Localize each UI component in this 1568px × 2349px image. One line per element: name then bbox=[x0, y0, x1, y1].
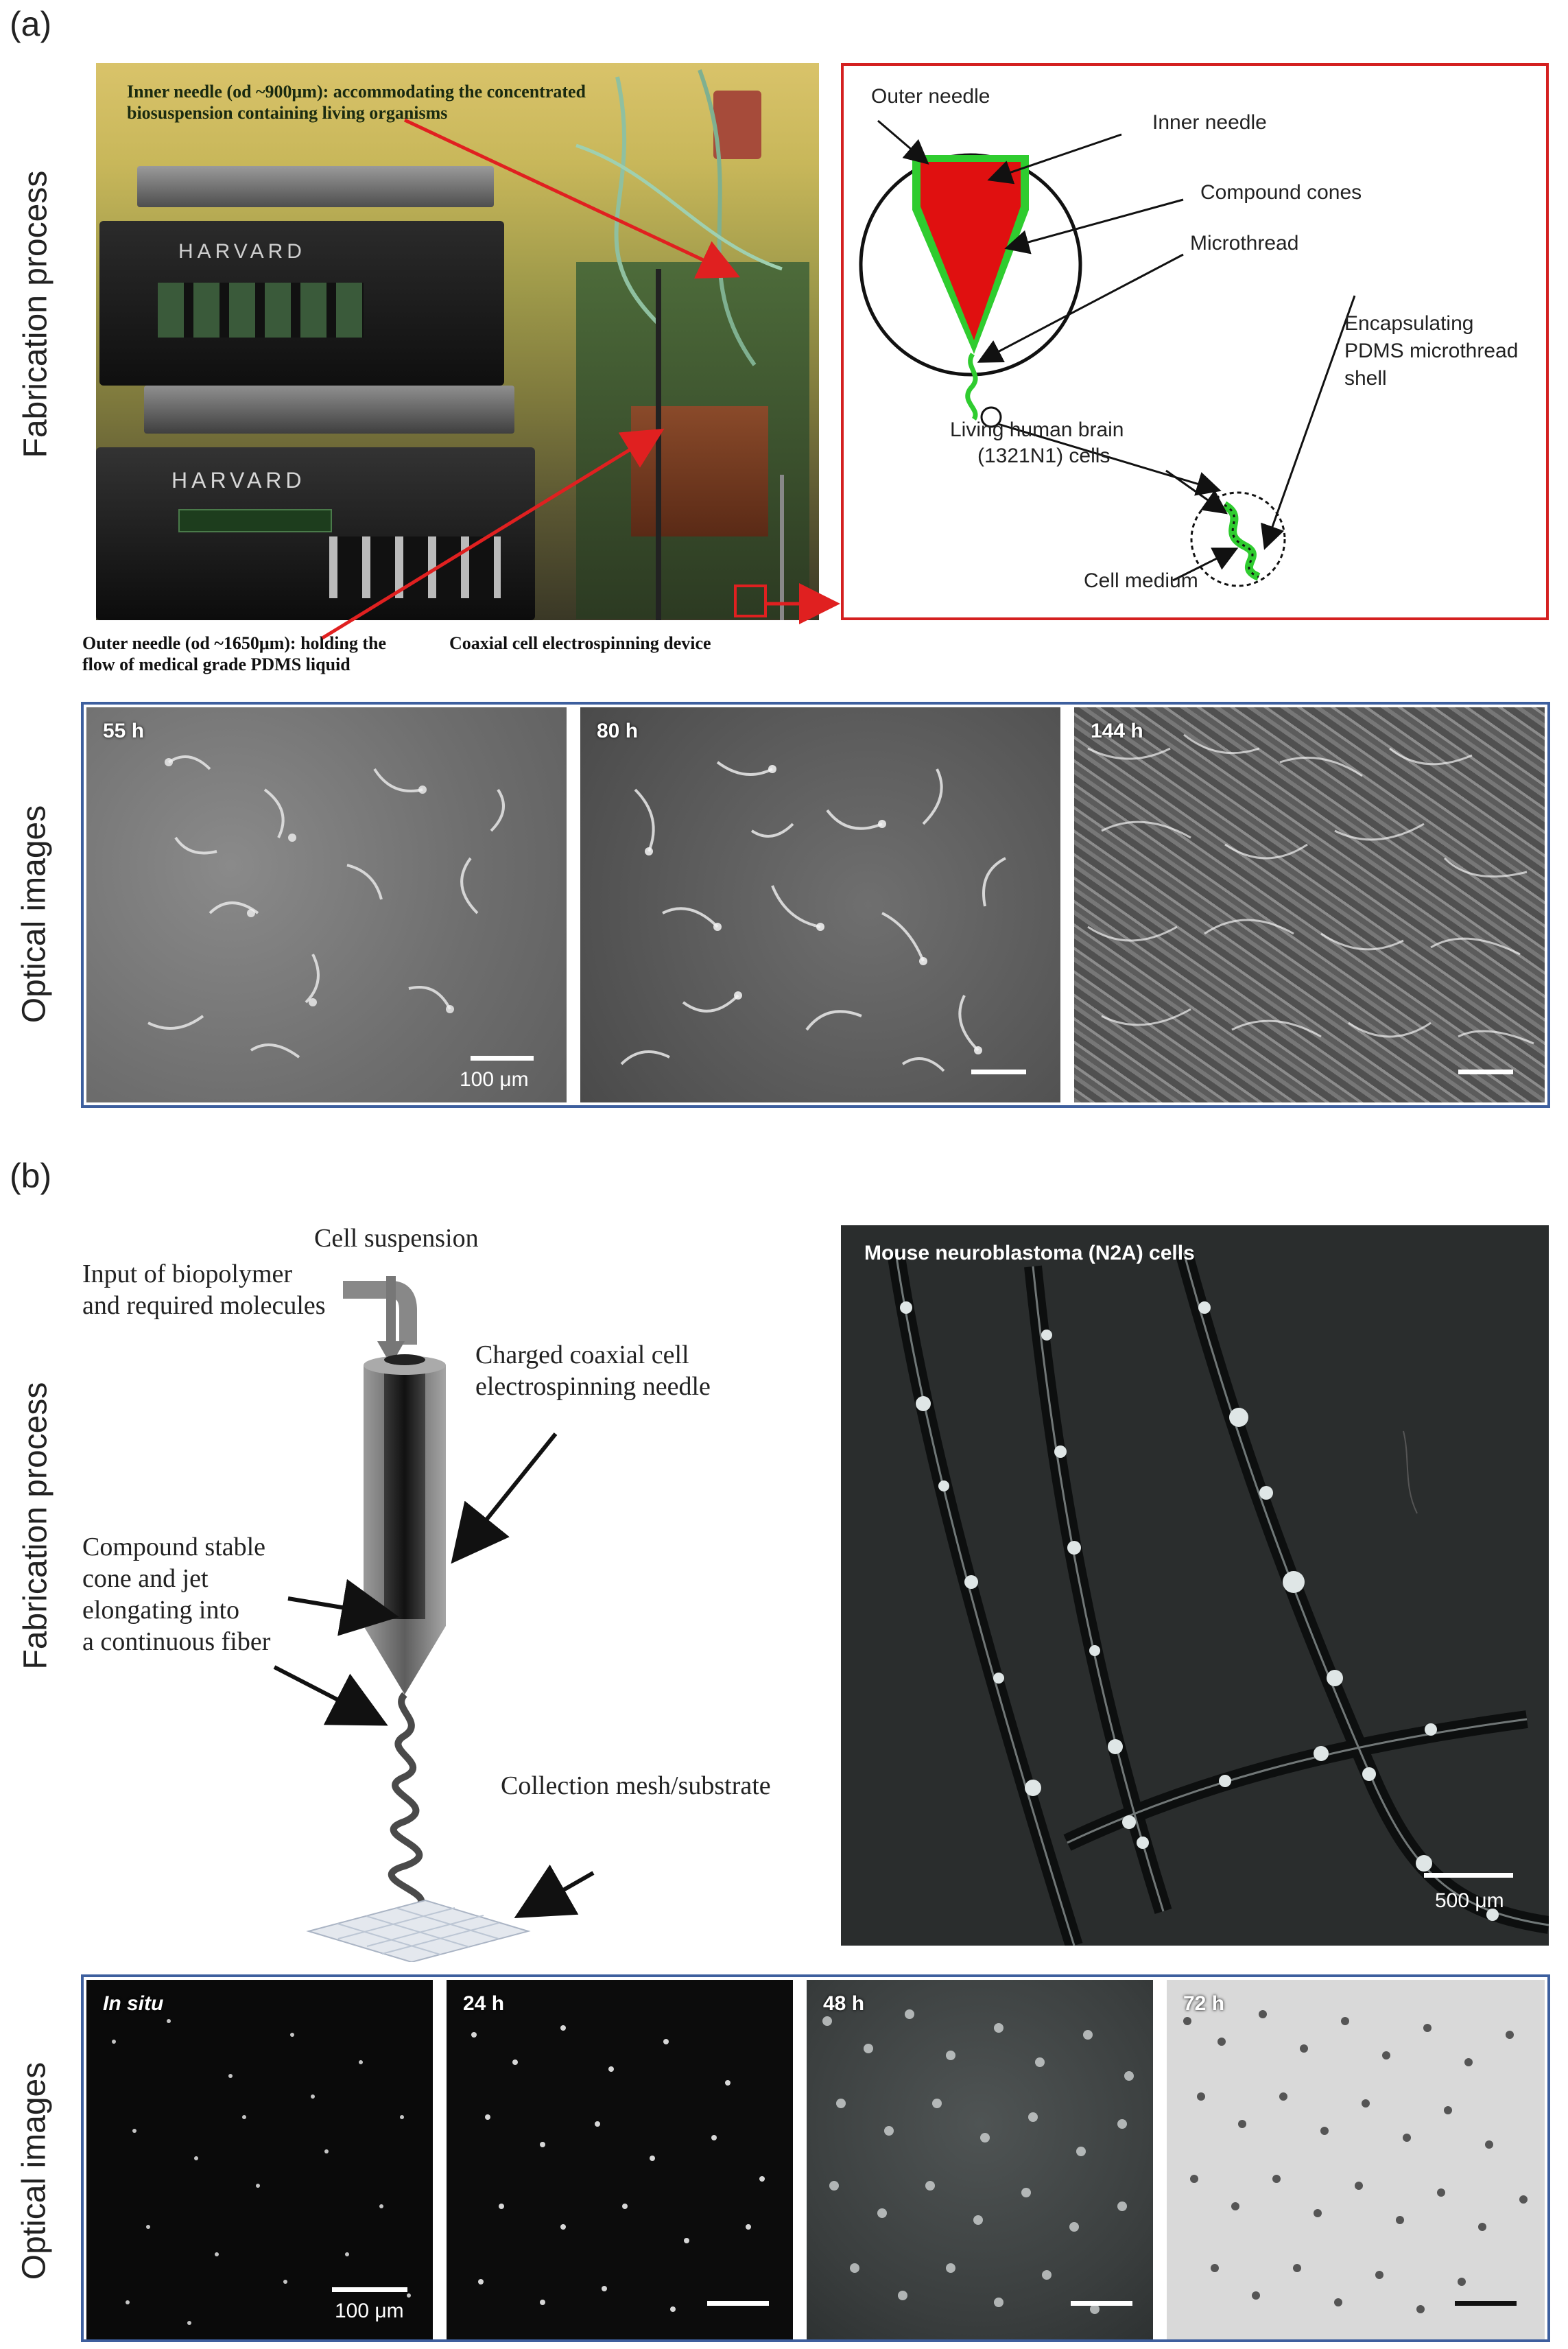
scale-bar-72h bbox=[1455, 2301, 1517, 2306]
time-label-24h: 24 h bbox=[463, 1992, 505, 2015]
scale-text-55h: 100 μm bbox=[460, 1068, 529, 1091]
coaxial-needle-diagram bbox=[306, 1276, 531, 1962]
label-microthread: Microthread bbox=[1190, 232, 1299, 255]
reservoir-red bbox=[713, 91, 761, 159]
micrograph-in-situ: In situ 100 μm bbox=[86, 1980, 433, 2339]
dots-in-situ bbox=[112, 2019, 411, 2325]
fluorescence-scale-bar bbox=[1424, 1873, 1513, 1878]
pump-bottom-rail bbox=[144, 386, 514, 434]
time-label-144h: 144 h bbox=[1091, 720, 1143, 742]
label-outer-needle: Outer needle bbox=[871, 85, 990, 108]
label-encapsulating-shell: Encapsulating PDMS microthread shell bbox=[1344, 312, 1519, 390]
panel-b-optical-strip: In situ 100 μm 24 h bbox=[81, 1974, 1550, 2342]
annotation-inner-needle: Inner needle (od ~900μm): accommodating … bbox=[127, 82, 586, 123]
fluorescence-fiber-image: Mouse neuroblastoma (N2A) cells 500 μm bbox=[841, 1225, 1549, 1946]
scale-bar-80h bbox=[971, 1070, 1026, 1074]
needle-schematic-box: Outer needle Inner needle Compound cones… bbox=[841, 63, 1549, 620]
fluorescence-scale-text: 500 μm bbox=[1435, 1889, 1504, 1912]
scale-text-in-situ: 100 μm bbox=[335, 2300, 404, 2322]
lab-setup-photo: HARVARD HARVARD bbox=[96, 63, 819, 620]
time-label-80h: 80 h bbox=[597, 720, 639, 742]
micrograph-24h: 24 h bbox=[447, 1980, 793, 2339]
micrograph-72h: 72 h bbox=[1167, 1980, 1545, 2339]
tip-marker-box bbox=[734, 585, 767, 617]
label-cell-suspension: Cell suspension bbox=[314, 1224, 479, 1253]
needle-holder-block bbox=[631, 406, 768, 536]
panel-b-optical-label: Optical images bbox=[16, 2062, 53, 2280]
time-label-72h: 72 h bbox=[1183, 1992, 1225, 2015]
label-compound-cones: Compound cones bbox=[1200, 181, 1362, 204]
pump-top-keypad bbox=[158, 283, 364, 338]
dots-48h bbox=[822, 2009, 1134, 2314]
time-label-48h: 48 h bbox=[823, 1992, 865, 2015]
panel-a-optical-strip: 55 h 100 μm 80 h bbox=[81, 702, 1550, 1108]
scale-bar-144h bbox=[1458, 1070, 1513, 1074]
time-label-in-situ: In situ bbox=[103, 1992, 164, 2015]
dots-72h bbox=[1183, 2010, 1528, 2313]
panel-a-letter: (a) bbox=[10, 5, 52, 43]
annotation-device: Coaxial cell electrospinning device bbox=[449, 633, 711, 653]
scale-bar-24h bbox=[707, 2301, 769, 2306]
label-inner-needle: Inner needle bbox=[1152, 111, 1267, 134]
time-label-55h: 55 h bbox=[103, 720, 145, 742]
fluorescence-title: Mouse neuroblastoma (N2A) cells bbox=[864, 1242, 1195, 1264]
panel-b-diagram-arrows bbox=[273, 1432, 595, 1918]
label-cell-medium: Cell medium bbox=[1084, 569, 1198, 592]
scale-bar-48h bbox=[1071, 2301, 1132, 2306]
dots-24h bbox=[471, 2025, 765, 2312]
micrograph-80h: 80 h bbox=[580, 707, 1060, 1102]
annotation-outer-needle: Outer needle (od ~1650μm): holding the f… bbox=[82, 633, 387, 674]
scale-bar-55h bbox=[471, 1056, 534, 1061]
cells-55h bbox=[147, 755, 505, 1059]
scale-bar-in-situ bbox=[332, 2287, 407, 2292]
label-compound-cone: Compound stable cone and jet elongating … bbox=[82, 1533, 271, 1656]
needle-schematic-drawing bbox=[859, 119, 1356, 587]
pump-top-rail bbox=[137, 166, 494, 207]
panel-b-letter: (b) bbox=[10, 1157, 52, 1195]
pump-bottom-brand: HARVARD bbox=[171, 468, 306, 493]
micrograph-48h: 48 h bbox=[807, 1980, 1153, 2339]
pump-top-brand: HARVARD bbox=[178, 240, 306, 263]
label-living-cells: Living human brain (1321N1) cells bbox=[950, 418, 1124, 467]
pump-bottom-display bbox=[178, 509, 332, 532]
cells-144h bbox=[1087, 733, 1534, 1045]
label-input-biopolymer: Input of biopolymer and required molecul… bbox=[82, 1260, 326, 1320]
cells-80h bbox=[620, 761, 1006, 1072]
label-charged-needle: Charged coaxial cell electrospinning nee… bbox=[475, 1341, 711, 1401]
micrograph-55h: 55 h 100 μm bbox=[86, 707, 567, 1102]
label-collection-mesh: Collection mesh/substrate bbox=[501, 1771, 771, 1800]
fibers-drawing bbox=[887, 1250, 1549, 1946]
micrograph-144h: 144 h bbox=[1074, 707, 1545, 1102]
photo-annotation-arrows bbox=[321, 118, 840, 640]
panel-a-optical-label: Optical images bbox=[16, 805, 53, 1024]
